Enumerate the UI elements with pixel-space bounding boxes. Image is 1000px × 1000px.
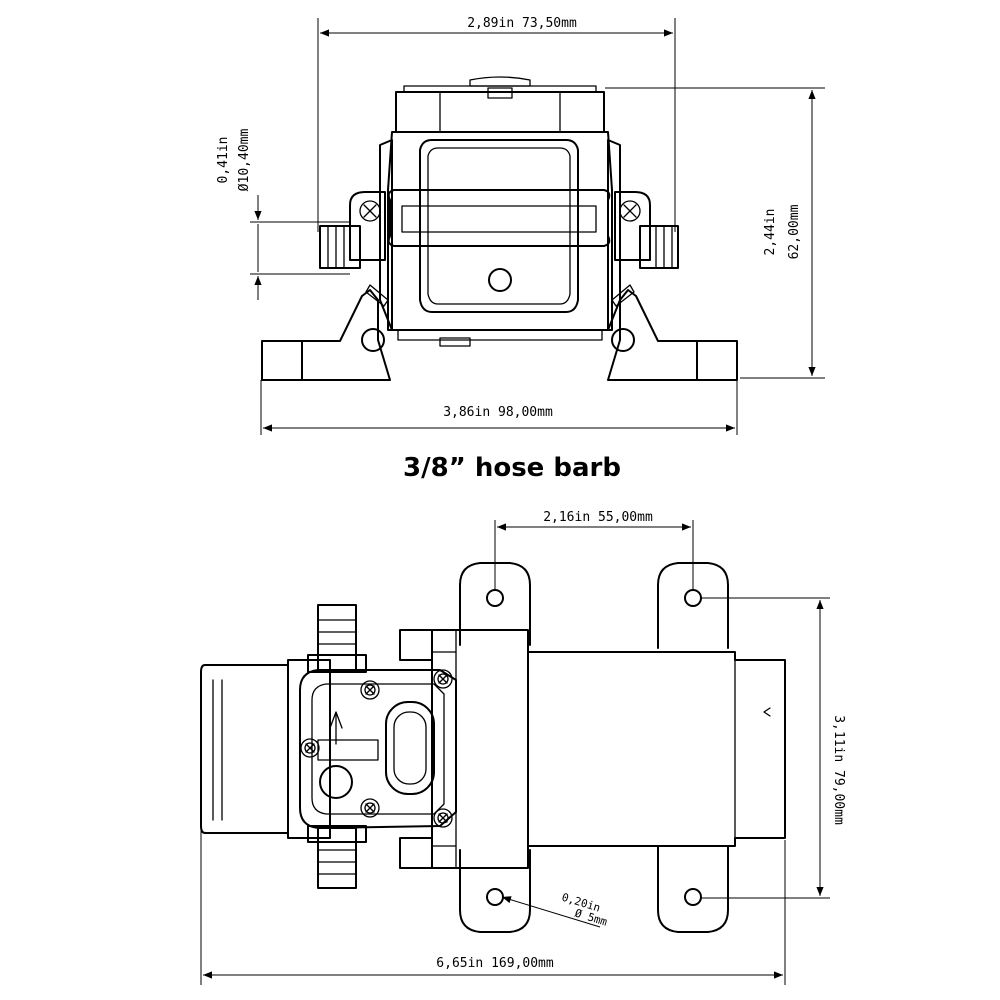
base-width-label: 3,86in 98,00mm <box>443 405 553 420</box>
front-view: 2,89in 73,50mm 0,41in Ø10,40mm 2,44in 62… <box>216 16 825 435</box>
dimension-hole-diameter: 0,20in Ø 5mm <box>501 891 609 929</box>
center-knob <box>488 268 512 292</box>
screw-right <box>619 200 641 222</box>
valve-plate <box>299 669 457 829</box>
mount-foot-bottom-left <box>459 849 531 933</box>
screw-bottom-left <box>360 798 380 818</box>
mount-foot-top-left <box>459 562 531 646</box>
hose-barb-bottom <box>307 825 367 889</box>
height-mm-label: 62,00mm <box>787 204 802 259</box>
mount-foot-bottom-right <box>657 845 729 933</box>
pump-end-cap <box>200 664 289 834</box>
dimension-top-width: 2,89in 73,50mm <box>317 16 676 232</box>
flow-arrow-icon <box>329 711 343 745</box>
dimension-port-diameter: 0,41in Ø10,40mm <box>216 129 350 300</box>
height-in-label: 2,44in <box>763 209 778 256</box>
hose-barb-left <box>319 225 361 269</box>
overall-length-label: 6,65in 169,00mm <box>436 956 554 971</box>
dimension-top-width-label: 2,89in 73,50mm <box>467 16 577 31</box>
screw-middle-left <box>300 738 320 758</box>
dimension-base-width: 3,86in 98,00mm <box>260 380 738 435</box>
port-diameter-in-label: 0,41in <box>216 137 231 184</box>
port-diameter-mm-label: Ø10,40mm <box>237 129 252 192</box>
dimension-mount-width: 3,11in 79,00mm <box>700 597 846 899</box>
dimension-mount-spacing: 2,16in 55,00mm <box>494 510 694 590</box>
hose-barb-right <box>639 225 679 269</box>
pump-top-body <box>200 562 786 933</box>
screw-top-right <box>433 669 453 689</box>
mount-width-label: 3,11in 79,00mm <box>831 715 846 825</box>
mount-hole-right <box>611 328 635 352</box>
hose-barb-top <box>307 604 367 673</box>
screw-bottom-right <box>433 808 453 828</box>
screw-left <box>359 200 381 222</box>
dimension-overall-length: 6,65in 169,00mm <box>200 820 786 985</box>
dimension-height: 2,44in 62,00mm <box>605 87 825 379</box>
mount-spacing-label: 2,16in 55,00mm <box>543 510 653 525</box>
hose-barb-caption: 3/8” hose barb <box>403 453 621 483</box>
hole-diameter-mm-label: Ø 5mm <box>573 907 609 929</box>
top-view: 2,16in 55,00mm 3,11in 79,00mm 0,20in Ø 5… <box>200 510 846 985</box>
mount-hole-left <box>361 328 385 352</box>
pump-front-body <box>261 76 738 381</box>
motor-housing <box>527 651 786 847</box>
pressure-window <box>385 701 435 795</box>
outlet-cap <box>319 765 353 799</box>
mount-foot-top-right <box>657 562 729 649</box>
screw-top-left <box>360 680 380 700</box>
